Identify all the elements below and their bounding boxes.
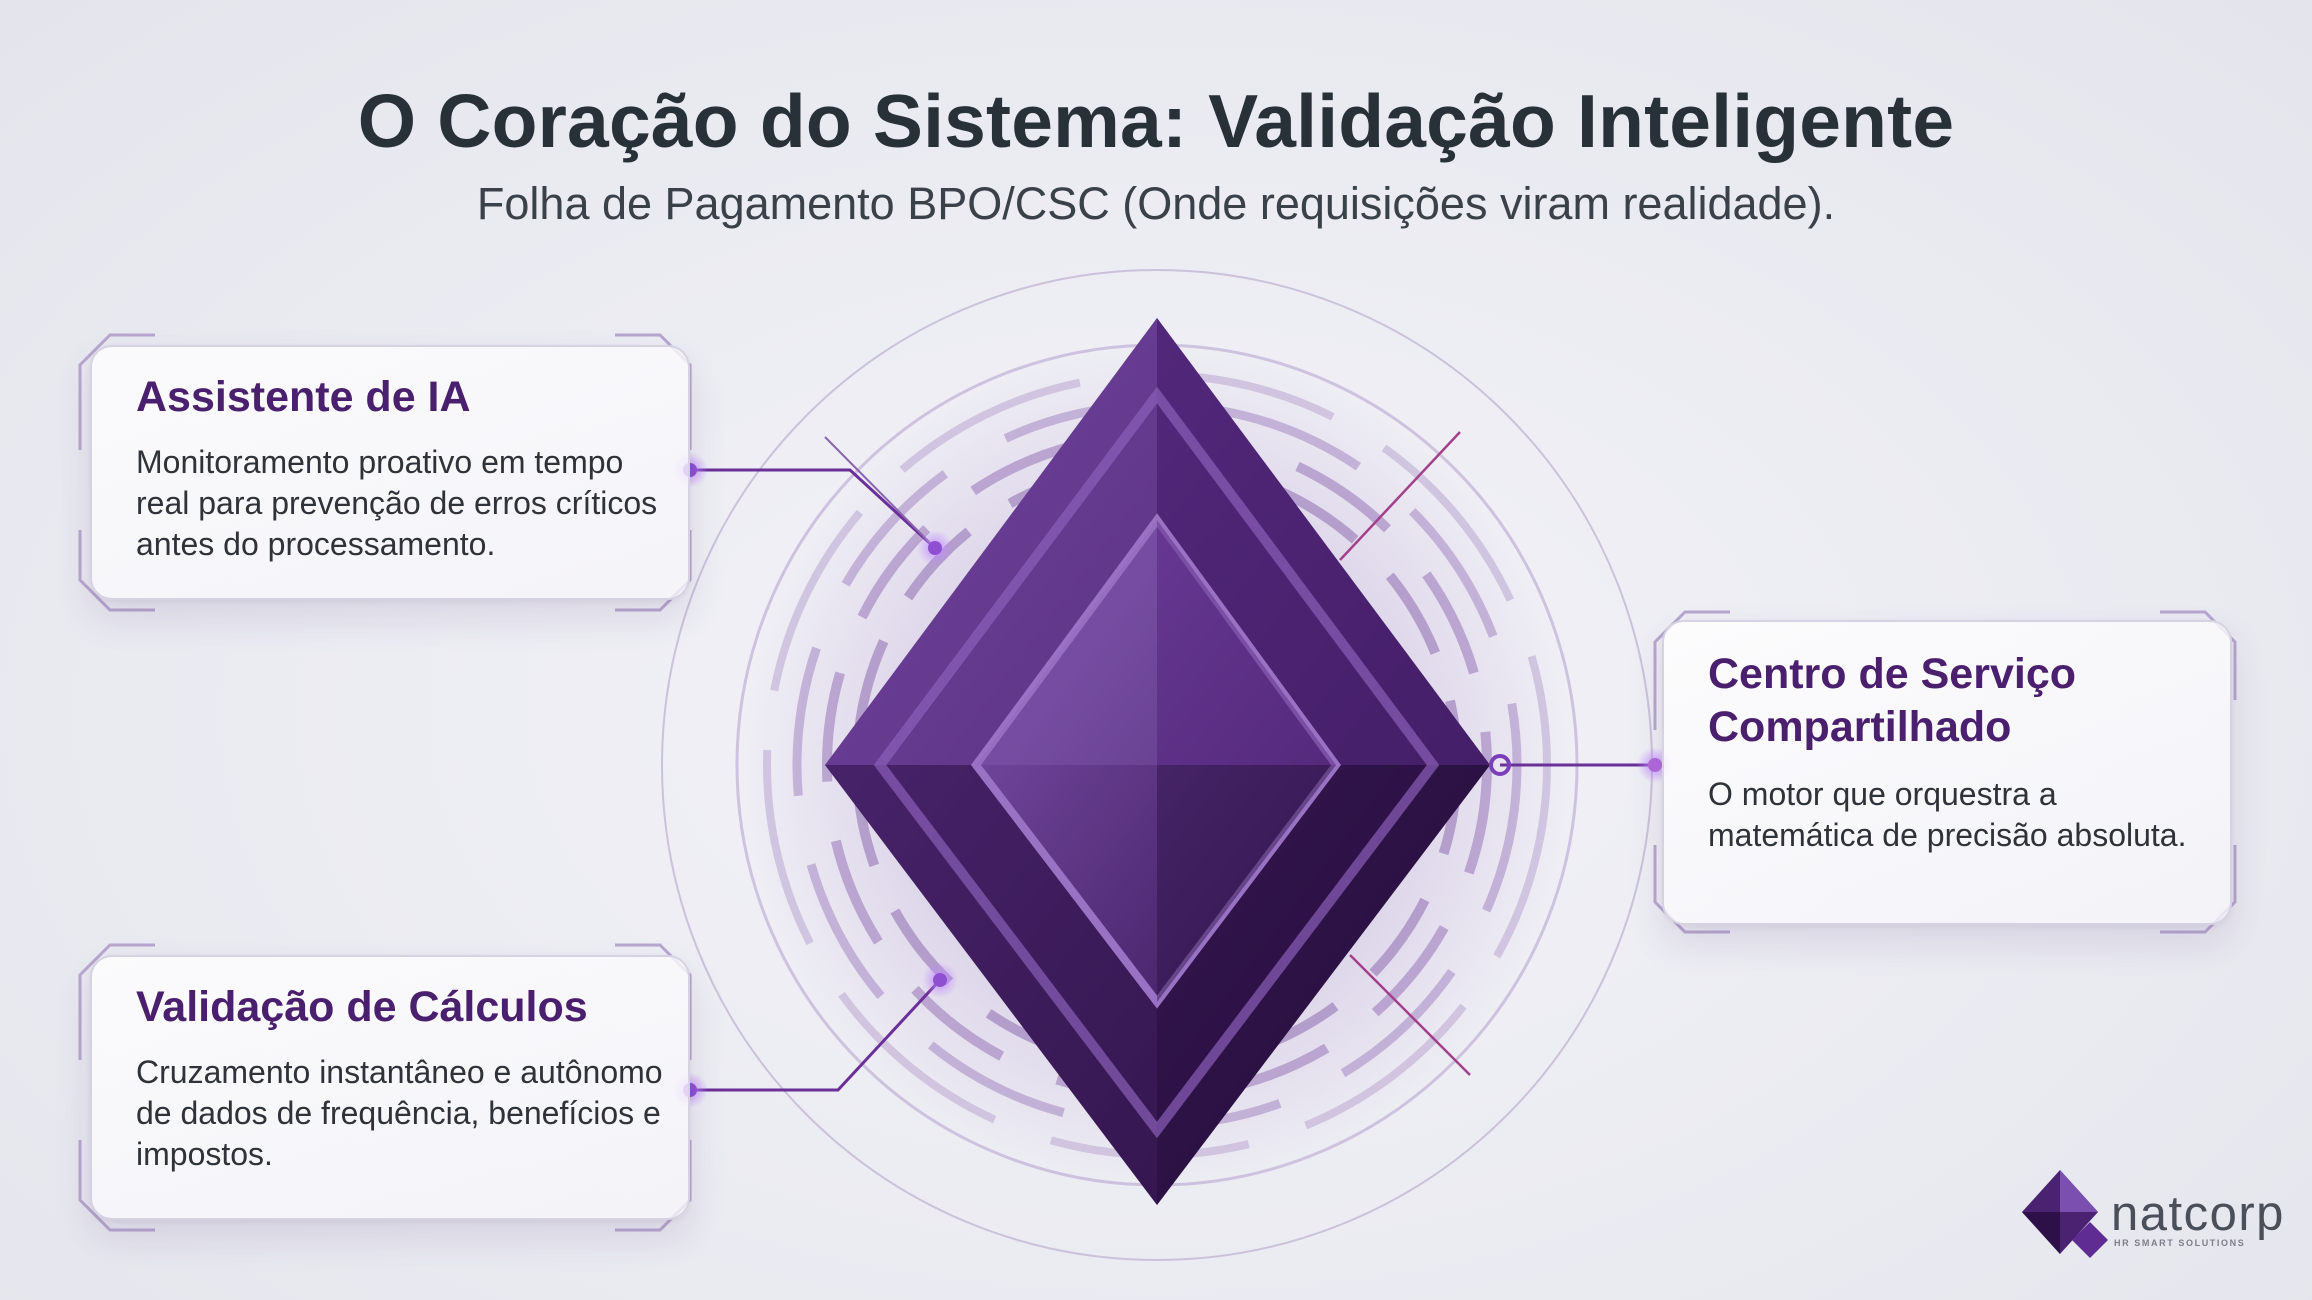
card-brackets [78,333,2237,1232]
card-title: Centro de Serviço Compartilhado [1708,650,2076,751]
connector-lines [690,431,1655,1092]
logo-tagline: HR SMART SOLUTIONS [2114,1238,2246,1248]
natcorp-logo: natcorp HR SMART SOLUTIONS [2010,1168,2290,1278]
card-assistente-ia: Assistente de IA Monitoramento proativo … [90,345,690,600]
logo-name: natcorp [2111,1187,2285,1241]
card-centro-servico: Centro de Serviço Compartilhado O motor … [1662,620,2232,925]
page-subtitle: Folha de Pagamento BPO/CSC (Onde requisi… [476,178,1836,229]
central-diamond-gem-icon [825,318,1490,1205]
card-description: O motor que orquestra a matemática de pr… [1708,776,2187,853]
card-title: Assistente de IA [136,373,471,421]
card-description: Monitoramento proativo em tempo real par… [136,444,658,562]
page-title: O Coração do Sistema: Validação Intelige… [357,79,1955,163]
card-validacao-calculos: Validação de Cálculos Cruzamento instant… [90,955,690,1220]
card-title: Validação de Cálculos [136,983,588,1031]
card-description: Cruzamento instantâneo e autônomo de dad… [136,1054,663,1172]
natcorp-logo-icon [2022,1170,2108,1258]
